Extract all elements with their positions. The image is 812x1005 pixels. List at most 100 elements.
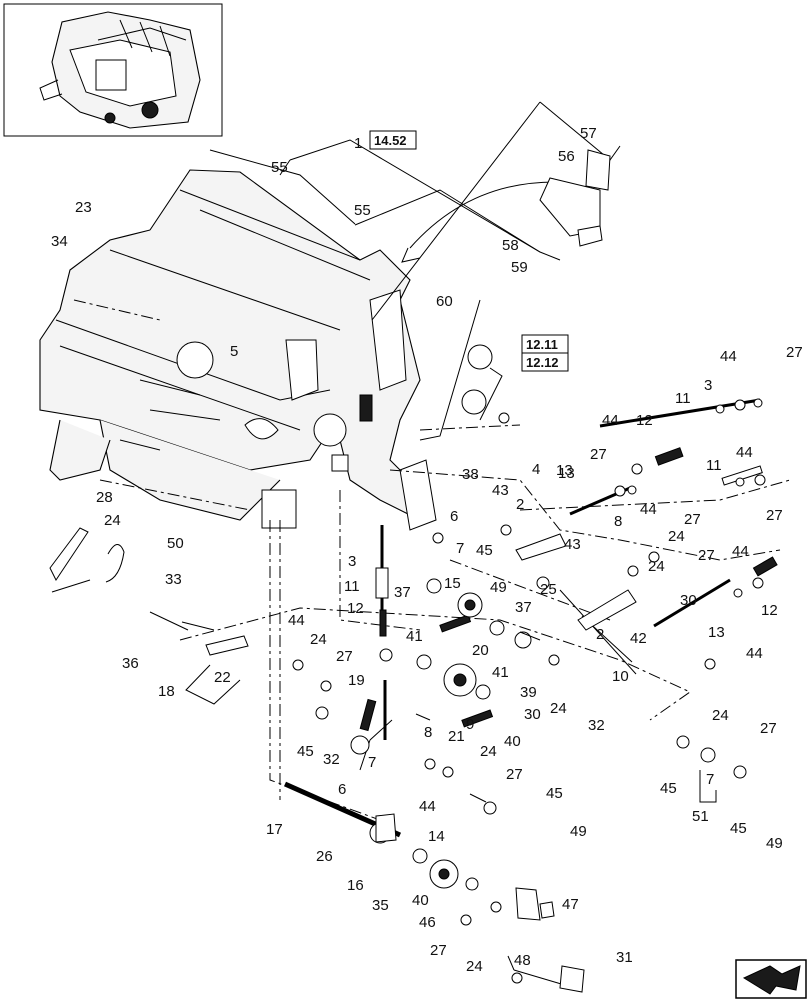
callout-number: 43 xyxy=(564,536,581,553)
callout-number: 30 xyxy=(524,706,541,723)
callout-number: 7 xyxy=(456,540,464,557)
callout-number: 37 xyxy=(394,584,411,601)
callout-number: 6 xyxy=(450,508,458,525)
callout-number: 39 xyxy=(520,684,537,701)
overview-thumbnail xyxy=(3,3,223,137)
callout-number: 13 xyxy=(556,462,573,479)
callout-number: 2 xyxy=(516,496,524,513)
callout-number: 11 xyxy=(344,578,360,595)
components xyxy=(49,149,778,993)
callout-number: 25 xyxy=(540,581,557,598)
callout-number: 47 xyxy=(562,896,579,913)
callout-number: 59 xyxy=(511,259,528,276)
callout-number: 31 xyxy=(616,949,633,966)
callout-number: 24 xyxy=(104,512,121,529)
callout-number: 7 xyxy=(368,754,376,771)
callout-number: 23 xyxy=(75,199,92,216)
callout-number: 32 xyxy=(323,751,340,768)
baler-thumbnail-icon xyxy=(39,11,201,129)
callout-number: 50 xyxy=(167,535,184,552)
callout-number: 28 xyxy=(96,489,113,506)
callout-number: 55 xyxy=(271,159,288,176)
callout-number: 27 xyxy=(766,507,783,524)
callout-number: 43 xyxy=(492,482,509,499)
callout-number: 18 xyxy=(158,683,175,700)
callout-number: 46 xyxy=(419,914,436,931)
callout-number: 11 xyxy=(706,457,722,474)
callout-number: 44 xyxy=(602,412,619,429)
ref-box-label[interactable]: 14.52 xyxy=(374,133,407,148)
baler-main-frame xyxy=(39,169,437,531)
callout-number: 24 xyxy=(668,528,685,545)
callout-number: 57 xyxy=(580,125,597,142)
callout-number: 44 xyxy=(640,501,657,518)
callout-number: 42 xyxy=(630,630,647,647)
callout-number: 34 xyxy=(51,233,68,250)
callout-number: 56 xyxy=(558,148,575,165)
callout-number: 12 xyxy=(636,412,653,429)
callout-number: 41 xyxy=(406,628,423,645)
callout-number: 2 xyxy=(596,626,604,643)
callout-number: 7 xyxy=(706,771,714,788)
ref-box-label[interactable]: 12.12 xyxy=(526,355,559,370)
callout-number: 21 xyxy=(448,728,465,745)
callout-number: 14 xyxy=(428,828,445,845)
callout-number: 27 xyxy=(684,511,701,528)
leader-lines xyxy=(73,101,791,987)
callout-number: 17 xyxy=(266,821,283,838)
reference-boxes: 14.52 12.11 12.12 xyxy=(369,130,569,372)
callout-number: 27 xyxy=(786,344,803,361)
callout-number: 37 xyxy=(515,599,532,616)
callout-number: 33 xyxy=(165,571,182,588)
callout-labels: 1 55 55 23 34 5 58 59 57 56 60 27 44 3 1… xyxy=(51,125,803,975)
callout-number: 15 xyxy=(444,575,461,592)
callout-number: 27 xyxy=(506,766,523,783)
callout-number: 49 xyxy=(570,823,587,840)
ref-box-label[interactable]: 12.11 xyxy=(526,337,558,352)
callout-number: 20 xyxy=(472,642,489,659)
callout-number: 26 xyxy=(316,848,333,865)
callout-number: 24 xyxy=(712,707,729,724)
callout-number: 27 xyxy=(760,720,777,737)
callout-number: 38 xyxy=(462,466,479,483)
callout-number: 27 xyxy=(698,547,715,564)
callout-number: 19 xyxy=(348,672,365,689)
callout-number: 35 xyxy=(372,897,389,914)
callout-number: 45 xyxy=(297,743,314,760)
callout-number: 8 xyxy=(614,513,622,530)
callout-number: 8 xyxy=(424,724,432,741)
callout-number: 30 xyxy=(680,592,697,609)
callout-number: 44 xyxy=(720,348,737,365)
callout-number: 44 xyxy=(736,444,753,461)
callout-number: 44 xyxy=(288,612,305,629)
callout-number: 12 xyxy=(761,602,778,619)
callout-number: 60 xyxy=(436,293,453,310)
callout-number: 1 xyxy=(354,135,362,152)
callout-number: 24 xyxy=(550,700,567,717)
callout-number: 41 xyxy=(492,664,509,681)
callout-number: 45 xyxy=(730,820,747,837)
callout-number: 13 xyxy=(558,465,575,482)
callout-number: 45 xyxy=(476,542,493,559)
callout-number: 24 xyxy=(648,558,665,575)
callout-number: 24 xyxy=(310,631,327,648)
callout-number: 44 xyxy=(419,798,436,815)
next-page-arrow-icon[interactable] xyxy=(735,959,807,999)
callout-number: 27 xyxy=(336,648,353,665)
callout-number: 58 xyxy=(502,237,519,254)
callout-number: 9 xyxy=(466,716,474,733)
callout-number: 3 xyxy=(348,553,356,570)
callout-number: 27 xyxy=(430,942,447,959)
callout-number: 45 xyxy=(660,780,677,797)
callout-number: 16 xyxy=(347,877,364,894)
callout-number: 32 xyxy=(588,717,605,734)
callout-number: 24 xyxy=(466,958,483,975)
callout-number: 12 xyxy=(347,600,364,617)
callout-number: 40 xyxy=(504,733,521,750)
callout-number: 36 xyxy=(122,655,139,672)
callout-number: 27 xyxy=(590,446,607,463)
callout-number: 4 xyxy=(532,461,540,478)
callout-number: 55 xyxy=(354,202,371,219)
